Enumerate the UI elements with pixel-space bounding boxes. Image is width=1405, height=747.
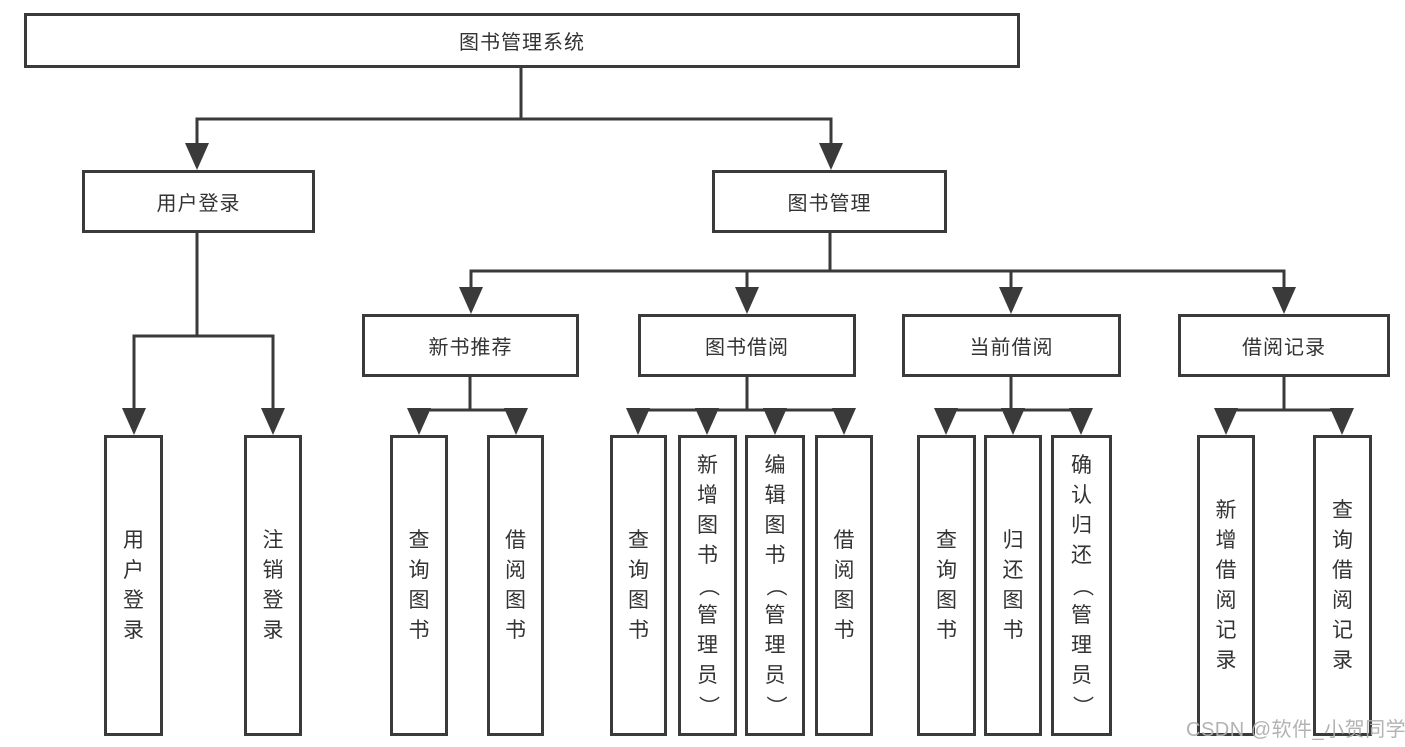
arrowheads-group xyxy=(122,143,1354,435)
node-leaf-query-books-recommend: 查询图书 xyxy=(390,435,448,736)
node-leaf-query-books-current-label: 查询图书 xyxy=(936,528,957,642)
node-leaf-user-login-label: 用户登录 xyxy=(123,528,144,642)
node-leaf-borrow-books-borrowing: 借阅图书 xyxy=(815,435,873,736)
node-book-management-label: 图书管理 xyxy=(787,193,872,215)
node-leaf-return-books: 归还图书 xyxy=(984,435,1042,736)
node-root-label: 图书管理系统 xyxy=(459,32,585,54)
node-leaf-query-books-recommend-label: 查询图书 xyxy=(408,528,430,642)
node-root: 图书管理系统 xyxy=(24,13,1020,68)
node-current-borrowing-label: 当前借阅 xyxy=(969,337,1054,359)
node-leaf-query-books-current: 查询图书 xyxy=(917,435,976,736)
node-leaf-query-borrow-record: 查询借阅记录 xyxy=(1313,435,1372,736)
node-leaf-confirm-return-admin: 确认归还（管理员） xyxy=(1051,435,1112,736)
node-leaf-query-borrow-record-label: 查询借阅记录 xyxy=(1332,498,1353,672)
node-user-login-label: 用户登录 xyxy=(156,193,241,215)
node-leaf-query-books-borrowing-label: 查询图书 xyxy=(628,528,649,642)
node-leaf-borrow-books-recommend: 借阅图书 xyxy=(487,435,544,736)
node-leaf-logout: 注销登录 xyxy=(244,435,302,736)
node-leaf-add-books-admin: 新增图书（管理员） xyxy=(678,435,737,736)
node-leaf-add-borrow-record: 新增借阅记录 xyxy=(1197,435,1255,736)
node-leaf-add-books-admin-label: 新增图书（管理员） xyxy=(696,453,720,717)
node-leaf-return-books-label: 归还图书 xyxy=(1002,528,1024,642)
node-borrowing-records-label: 借阅记录 xyxy=(1242,337,1326,359)
node-leaf-logout-label: 注销登录 xyxy=(262,528,284,642)
node-book-management: 图书管理 xyxy=(712,170,947,233)
node-leaf-edit-books-admin-label: 编辑图书（管理员） xyxy=(764,453,787,717)
node-leaf-add-borrow-record-label: 新增借阅记录 xyxy=(1215,498,1237,672)
node-leaf-user-login: 用户登录 xyxy=(104,435,163,736)
node-new-book-recommend: 新书推荐 xyxy=(362,314,579,377)
node-book-borrowing-label: 图书借阅 xyxy=(705,337,789,359)
node-leaf-edit-books-admin: 编辑图书（管理员） xyxy=(745,435,805,736)
node-leaf-borrow-books-borrowing-label: 借阅图书 xyxy=(833,528,855,642)
node-leaf-borrow-books-recommend-label: 借阅图书 xyxy=(505,528,526,642)
node-leaf-query-books-borrowing: 查询图书 xyxy=(610,435,667,736)
node-user-login: 用户登录 xyxy=(82,170,315,233)
node-leaf-confirm-return-admin-label: 确认归还（管理员） xyxy=(1070,453,1094,717)
node-book-borrowing: 图书借阅 xyxy=(638,314,856,377)
node-new-book-recommend-label: 新书推荐 xyxy=(428,337,513,359)
node-current-borrowing: 当前借阅 xyxy=(902,314,1121,377)
watermark: CSDN @软件_小贺同学 xyxy=(1186,719,1405,741)
node-borrowing-records: 借阅记录 xyxy=(1178,314,1390,377)
